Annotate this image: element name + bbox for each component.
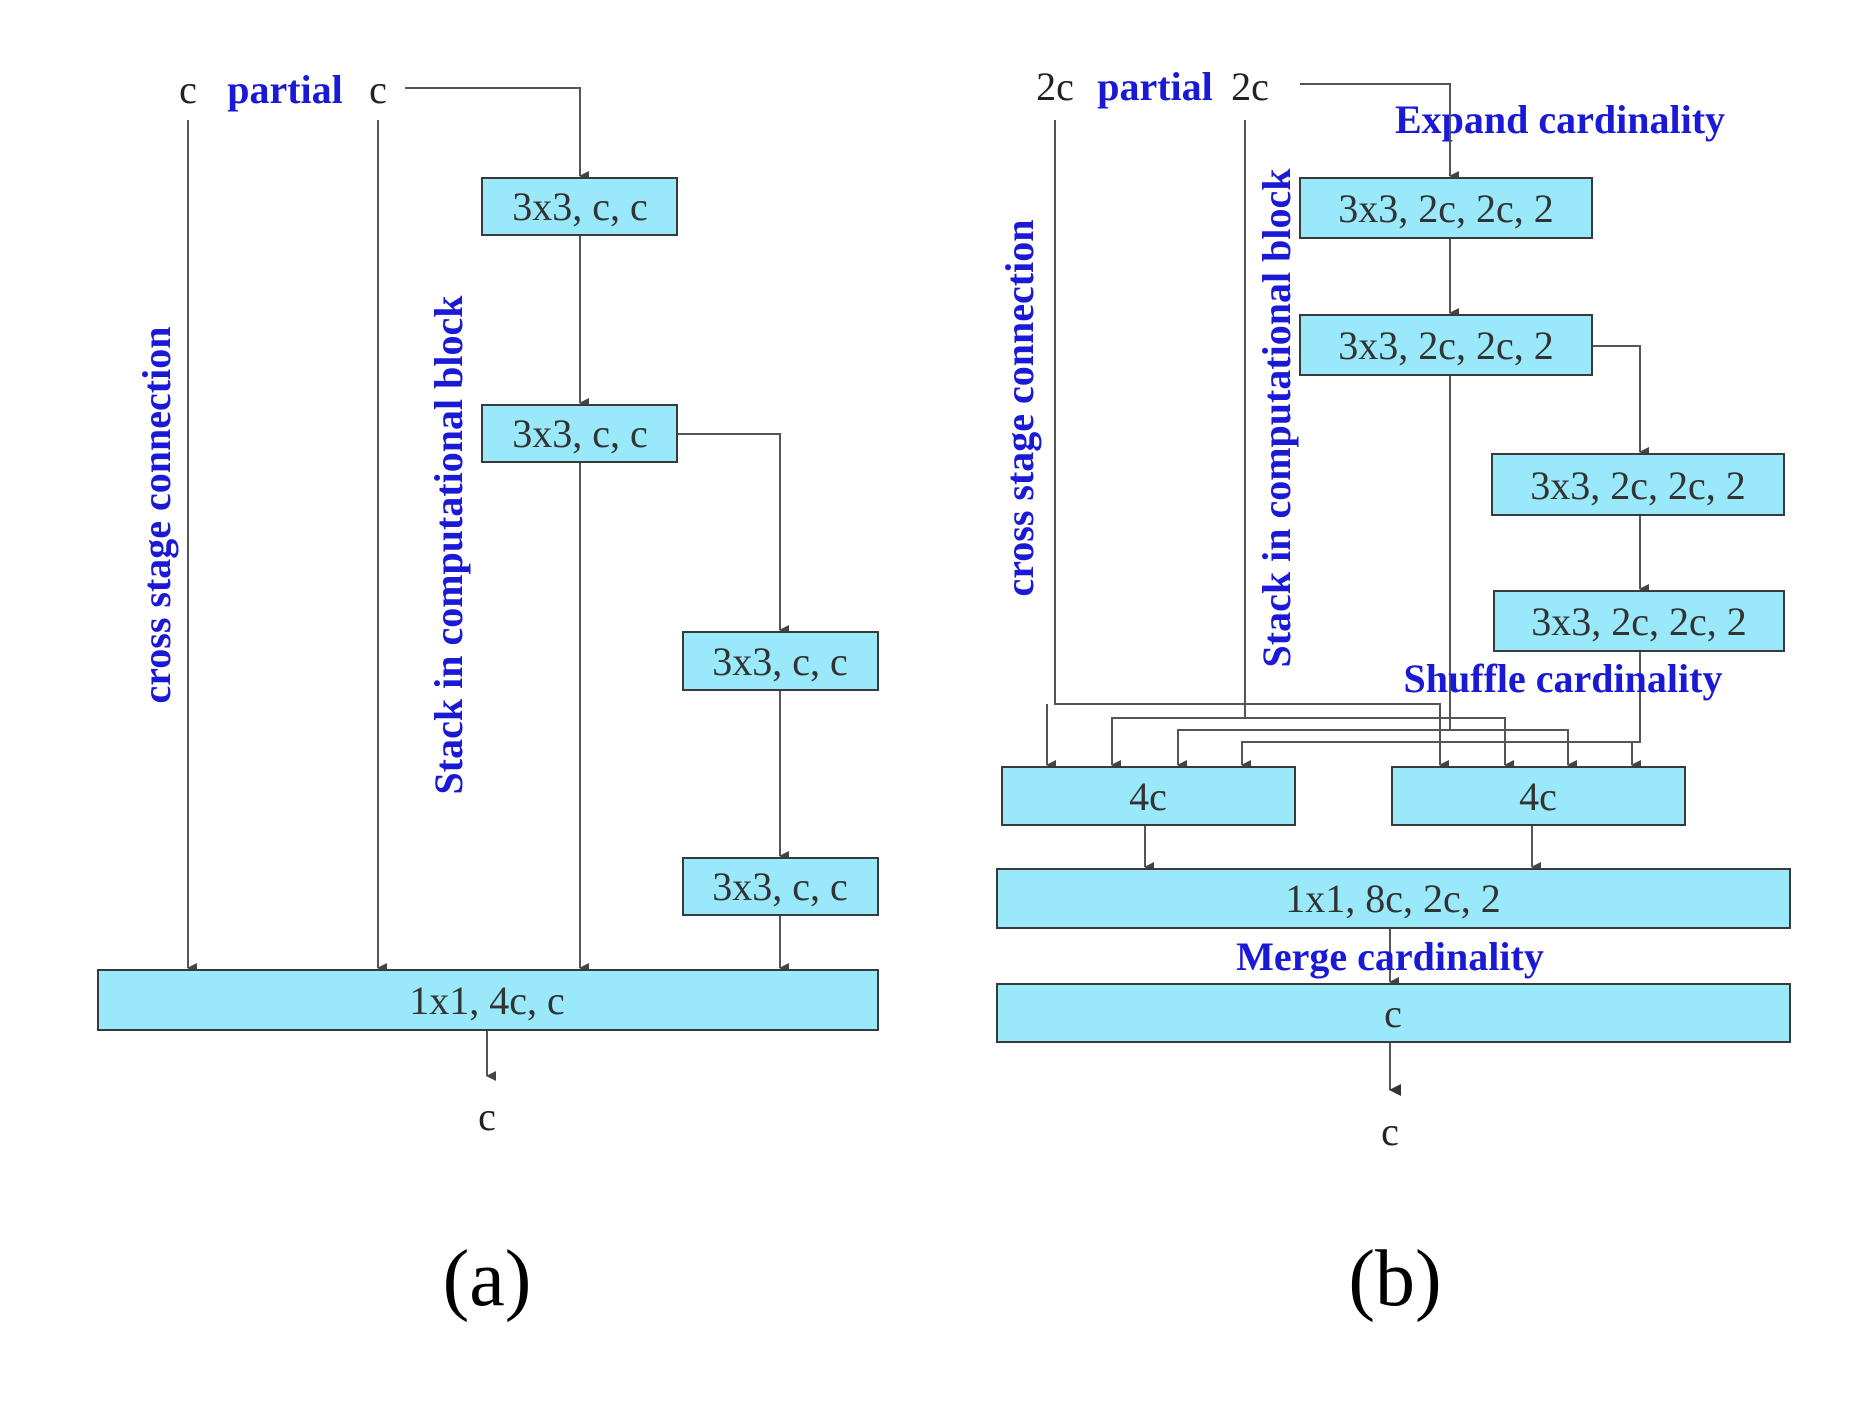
panel-b-concat-left-label: 4c <box>1129 774 1167 819</box>
panel-b-block-2-label: 3x3, 2c, 2c, 2 <box>1338 323 1554 368</box>
panel-a-merge-block-label: 1x1, 4c, c <box>409 978 565 1023</box>
panel-b-block-1-label: 3x3, 2c, 2c, 2 <box>1338 186 1554 231</box>
panel-a-stack-label: Stack in computational block <box>426 295 471 795</box>
panel-b-block-3: 3x3, 2c, 2c, 2 <box>1491 453 1785 516</box>
panel-a-connections <box>187 87 789 1081</box>
panel-a-block-3-label: 3x3, c, c <box>712 639 848 684</box>
panel-b-input-left: 2c <box>1036 64 1074 109</box>
panel-a-block-4: 3x3, c, c <box>682 857 879 916</box>
panel-a-merge-block: 1x1, 4c, c <box>97 969 879 1031</box>
panel-a-block2-to-block3 <box>675 433 789 635</box>
panel-b-block-1: 3x3, 2c, 2c, 2 <box>1299 177 1593 239</box>
panel-a-block-3: 3x3, c, c <box>682 631 879 691</box>
panel-b-block2-route-left <box>1177 375 1451 770</box>
panel-b-merge-label: Merge cardinality <box>1236 934 1544 979</box>
panel-b-final-block: c <box>996 983 1791 1043</box>
panel-a-block-1: 3x3, c, c <box>481 177 678 236</box>
panel-b-merge-block-label: 1x1, 8c, 2c, 2 <box>1285 876 1501 921</box>
panel-a-partial-label: partial <box>227 67 343 112</box>
panel-a-caption: (a) <box>443 1235 532 1323</box>
panel-b-cross-stage-label: cross stage connection <box>997 220 1042 597</box>
panel-b-connections <box>1046 83 1649 1096</box>
panel-b-block2-route-right <box>1450 729 1577 770</box>
panel-b-block-4: 3x3, 2c, 2c, 2 <box>1493 590 1785 652</box>
panel-a-input-left: c <box>179 67 197 112</box>
panel-b-block-2: 3x3, 2c, 2c, 2 <box>1299 314 1593 376</box>
panel-b-merge-block: 1x1, 8c, 2c, 2 <box>996 868 1791 929</box>
panel-b-block2-to-block3 <box>1593 345 1649 457</box>
panel-a-cross-stage-label: cross stage connection <box>134 327 179 704</box>
panel-b-concat-right-label: 4c <box>1519 774 1557 819</box>
panel-a-input-right: c <box>369 67 387 112</box>
panel-a-block-1-label: 3x3, c, c <box>512 184 648 229</box>
panel-b-concat-left: 4c <box>1001 766 1296 826</box>
panel-b-final-block-label: c <box>1384 991 1402 1036</box>
panel-b-partial-route-right <box>1245 717 1514 770</box>
panel-a-output: c <box>478 1094 496 1139</box>
panel-a-block-2-label: 3x3, c, c <box>512 411 648 456</box>
panel-b-expand-label: Expand cardinality <box>1395 97 1725 142</box>
panel-b-concat-right: 4c <box>1391 766 1686 826</box>
panel-a-input-to-block1 <box>405 87 589 181</box>
panel-b-block4-route-left <box>1241 651 1641 770</box>
panel-b-input-to-block1 <box>1300 83 1459 181</box>
panel-b-partial-label: partial <box>1097 64 1213 109</box>
panel-a: c partial c cross stage connection Stack… <box>97 67 879 1323</box>
panel-b-shuffle-label: Shuffle cardinality <box>1404 656 1723 701</box>
panel-b-caption: (b) <box>1348 1235 1441 1323</box>
panel-b-input-right: 2c <box>1231 64 1269 109</box>
panel-b: 2c partial 2c Expand cardinality cross s… <box>996 64 1791 1323</box>
panel-b-partial-route-left <box>1111 120 1246 770</box>
panel-a-block-2: 3x3, c, c <box>481 404 678 463</box>
panel-b-output: c <box>1381 1109 1399 1154</box>
panel-a-block-4-label: 3x3, c, c <box>712 864 848 909</box>
panel-b-cross-stage-route-right <box>1054 120 1449 770</box>
panel-b-stack-label: Stack in computational block <box>1254 168 1299 668</box>
panel-b-block-4-label: 3x3, 2c, 2c, 2 <box>1531 599 1747 644</box>
panel-b-block-3-label: 3x3, 2c, 2c, 2 <box>1530 463 1746 508</box>
